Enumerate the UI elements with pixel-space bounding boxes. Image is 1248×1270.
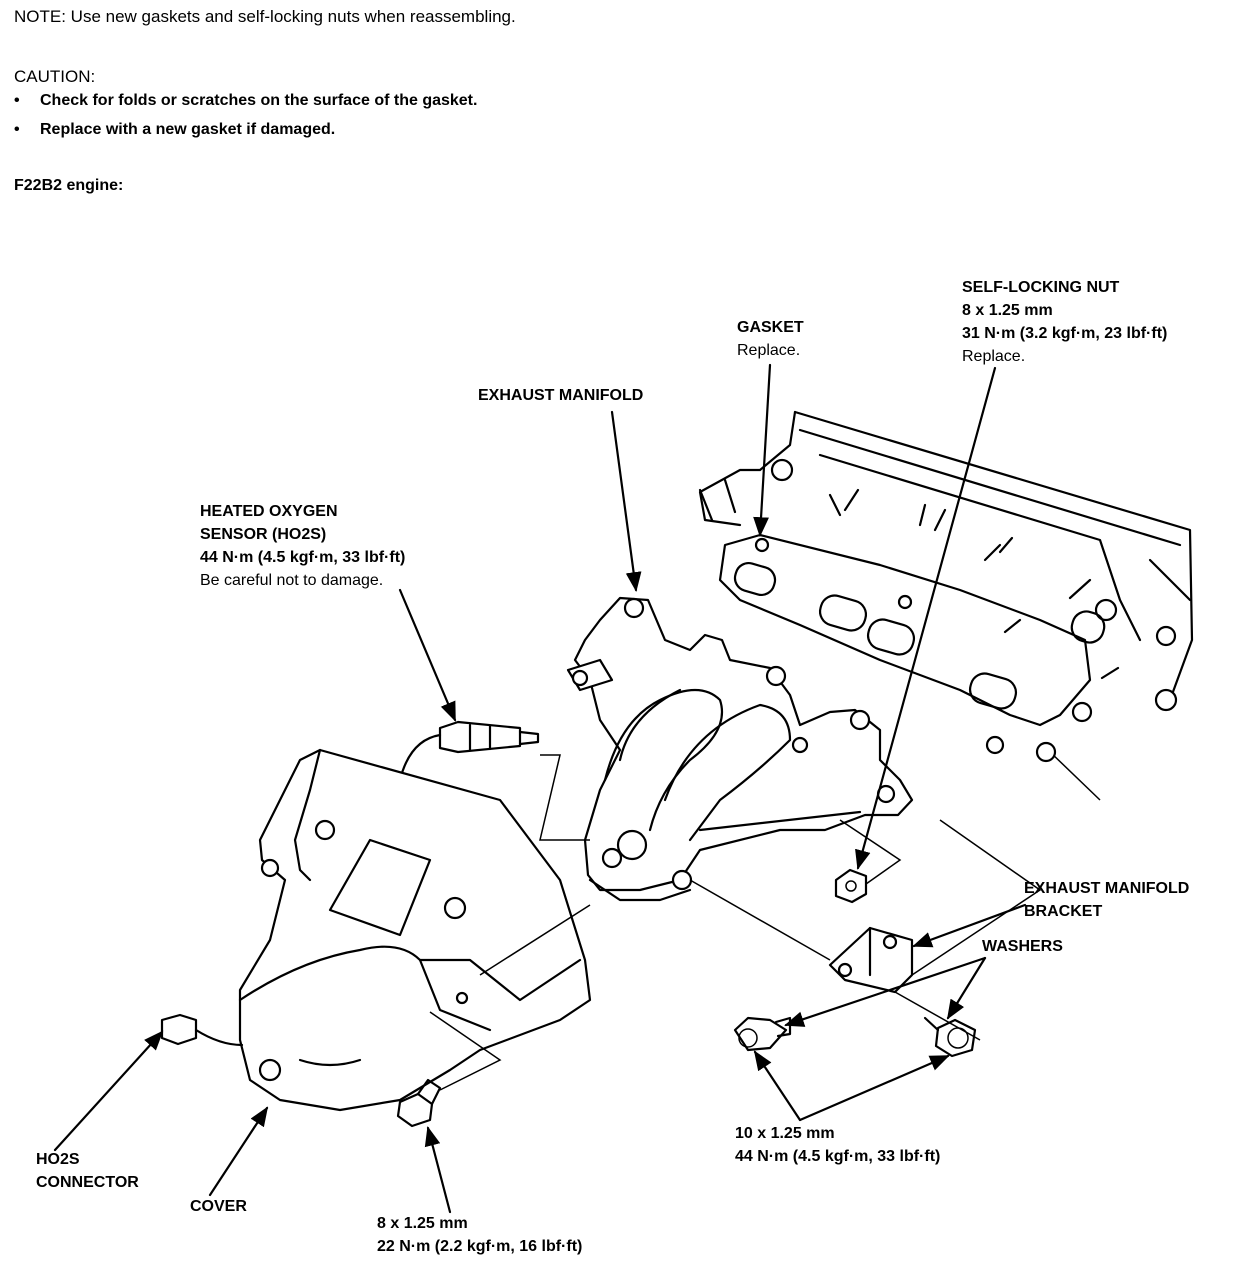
heat-cover bbox=[238, 748, 592, 1112]
label-ho2s: HEATED OXYGEN SENSOR (HO2S) 44 N·m (4.5 … bbox=[200, 503, 406, 589]
bolt-10mm-left bbox=[733, 1016, 792, 1052]
bolt-8mm bbox=[396, 1078, 442, 1128]
caution-title: CAUTION: bbox=[14, 67, 96, 86]
guide-lines bbox=[429, 701, 1101, 1091]
label-bolt-10mm: 10 x 1.25 mm 44 N·m (4.5 kgf·m, 33 lbf·f… bbox=[735, 1125, 941, 1165]
label-exhaust-manifold-bracket: EXHAUST MANIFOLD BRACKET bbox=[1024, 880, 1190, 920]
label-gasket: GASKET Replace. bbox=[737, 319, 804, 359]
label-self-locking-nut: SELF-LOCKING NUT 8 x 1.25 mm 31 N·m (3.2… bbox=[962, 279, 1168, 365]
note-text: NOTE: Use new gaskets and self-locking n… bbox=[14, 7, 516, 26]
label-washers: WASHERS bbox=[982, 938, 1063, 955]
label-exhaust-manifold: EXHAUST MANIFOLD bbox=[478, 387, 644, 404]
exhaust-gasket bbox=[718, 533, 1106, 727]
engine-label: F22B2 engine: bbox=[14, 177, 124, 194]
exhaust-manifold bbox=[566, 596, 914, 902]
leader-arrows bbox=[53, 363, 1027, 1214]
caution-item-1: •Check for folds or scratches on the sur… bbox=[14, 92, 478, 109]
caution-item-2: •Replace with a new gasket if damaged. bbox=[14, 121, 336, 138]
cylinder-head bbox=[698, 410, 1194, 712]
ho2s-sensor bbox=[398, 720, 540, 782]
studs bbox=[828, 488, 1120, 680]
self-locking-nut bbox=[834, 868, 868, 904]
label-bolt-8mm: 8 x 1.25 mm 22 N·m (2.2 kgf·m, 16 lbf·ft… bbox=[377, 1215, 583, 1255]
exhaust-manifold-bracket bbox=[828, 926, 914, 994]
ho2s-connector bbox=[160, 1013, 244, 1047]
label-ho2s-connector: HO2S CONNECTOR bbox=[36, 1151, 139, 1191]
label-cover: COVER bbox=[190, 1198, 247, 1215]
